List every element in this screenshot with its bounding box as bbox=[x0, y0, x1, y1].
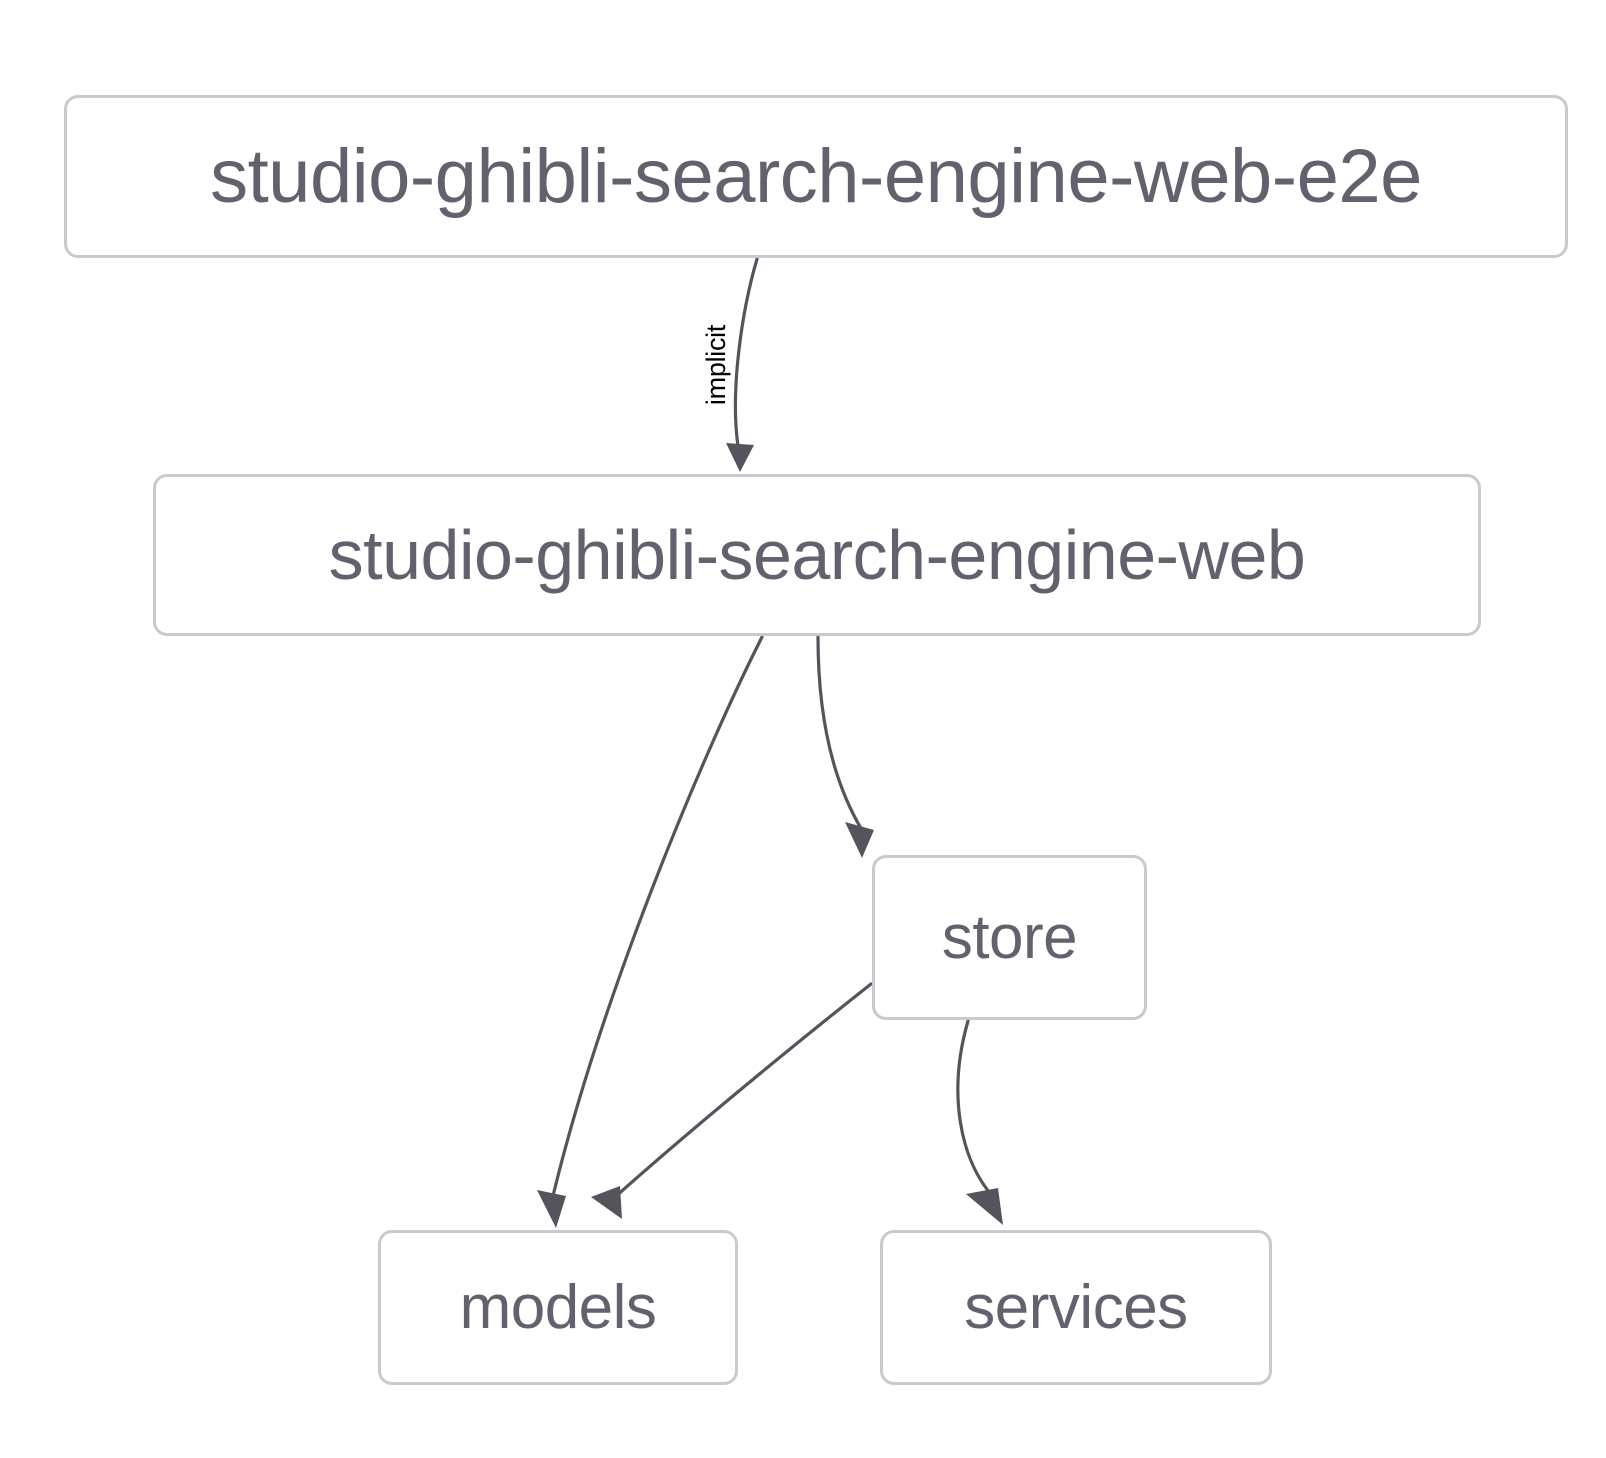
edge-store-to-services bbox=[956, 1019, 1003, 1225]
edge-store-to-models bbox=[591, 982, 873, 1219]
node-label-e2e: studio-ghibli-search-engine-web-e2e bbox=[210, 133, 1422, 219]
node-label-services: services bbox=[964, 1272, 1188, 1342]
edge-web-to-models-arrowhead bbox=[537, 1190, 566, 1228]
node-label-store: store bbox=[941, 902, 1078, 972]
node-studio-ghibli-search-engine-web[interactable]: studio-ghibli-search-engine-web bbox=[153, 474, 1481, 636]
edge-web-to-models-path bbox=[550, 635, 764, 1202]
edge-store-to-models-path bbox=[612, 982, 873, 1200]
node-label-models: models bbox=[459, 1272, 657, 1342]
edge-store-to-services-path bbox=[956, 1019, 998, 1202]
node-models[interactable]: models bbox=[378, 1230, 738, 1385]
node-studio-ghibli-search-engine-web-e2e[interactable]: studio-ghibli-search-engine-web-e2e bbox=[64, 95, 1568, 258]
edge-web-to-store-path bbox=[816, 635, 864, 832]
edge-label-implicit: implicit bbox=[701, 324, 731, 405]
edge-e2e-to-web-path bbox=[733, 257, 759, 448]
edge-web-to-store bbox=[816, 635, 874, 858]
edge-store-to-services-arrowhead bbox=[966, 1188, 1003, 1225]
edge-e2e-to-web-arrowhead bbox=[726, 443, 754, 472]
edge-web-to-models bbox=[537, 635, 764, 1228]
node-store[interactable]: store bbox=[872, 855, 1147, 1020]
node-label-web: studio-ghibli-search-engine-web bbox=[328, 516, 1306, 594]
edge-store-to-models-arrowhead bbox=[591, 1186, 622, 1219]
node-services[interactable]: services bbox=[880, 1230, 1272, 1385]
edge-e2e-to-web: implicit bbox=[701, 257, 759, 472]
edge-web-to-store-arrowhead bbox=[845, 822, 874, 858]
